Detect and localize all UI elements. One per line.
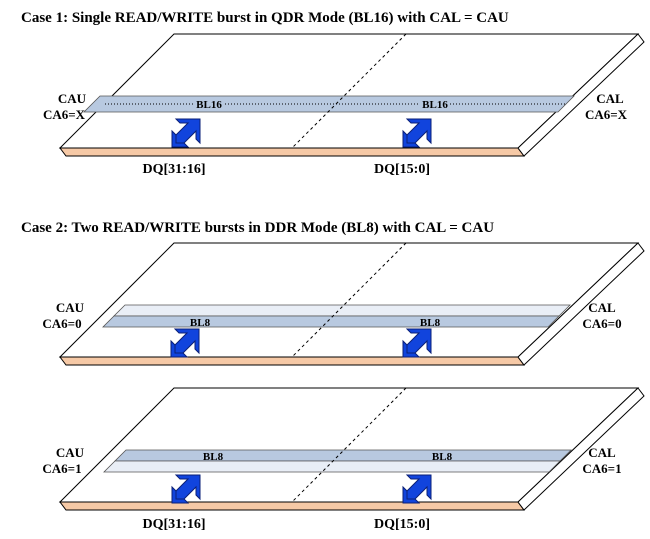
case1-left-label-1: CAU xyxy=(58,91,87,106)
case1-title: Case 1: Single READ/WRITE burst in QDR M… xyxy=(21,10,509,26)
plane-divider xyxy=(291,33,407,149)
case2a-right-label-1: CAL xyxy=(588,300,616,315)
band-label-right: BL8 xyxy=(432,451,453,463)
plane-edge xyxy=(59,147,525,157)
active-band xyxy=(83,95,575,113)
case2-plane-a: BL8 BL8 xyxy=(58,242,645,366)
case2-plane-b: BL8 BL8 xyxy=(58,387,645,511)
case1-left-label-2: CA6=X xyxy=(43,107,86,122)
band-label-left: BL16 xyxy=(196,99,222,111)
case2b-right-label-1: CAL xyxy=(588,445,616,460)
case2b-right-label-2: CA6=1 xyxy=(582,461,621,476)
band-label-bg xyxy=(194,99,224,110)
plane-edge xyxy=(59,501,525,511)
case1-plane: BL16 BL16 xyxy=(58,33,645,157)
plane-divider xyxy=(291,242,407,358)
active-band xyxy=(102,315,560,328)
case2b-left-label-2: CA6=1 xyxy=(42,461,81,476)
plane-divider xyxy=(291,387,407,503)
case1-dq-left: DQ[31:16] xyxy=(143,162,206,177)
case2a-left-label-1: CAU xyxy=(56,300,85,315)
case1-right-label-2: CA6=X xyxy=(585,107,628,122)
band-label-right: BL8 xyxy=(420,317,441,329)
case1-right-label-1: CAL xyxy=(596,91,624,106)
case2a-right-label-2: CA6=0 xyxy=(582,316,621,331)
case2-dq-left: DQ[31:16] xyxy=(143,517,206,532)
plane-side xyxy=(517,242,645,366)
band-label-left: BL8 xyxy=(190,317,211,329)
case2-title: Case 2: Two READ/WRITE bursts in DDR Mod… xyxy=(21,220,494,236)
case1-dq-right: DQ[15:0] xyxy=(374,162,430,177)
inactive-band xyxy=(103,460,561,473)
case2-dq-right: DQ[15:0] xyxy=(374,517,430,532)
case2a-left-label-2: CA6=0 xyxy=(42,316,81,331)
band-label-right: BL16 xyxy=(422,99,448,111)
plane-side xyxy=(517,387,645,511)
band-label-left: BL8 xyxy=(203,451,224,463)
band-label-bg xyxy=(420,99,450,110)
active-band xyxy=(114,449,572,462)
plane-edge xyxy=(59,356,525,366)
case2b-left-label-1: CAU xyxy=(56,445,85,460)
